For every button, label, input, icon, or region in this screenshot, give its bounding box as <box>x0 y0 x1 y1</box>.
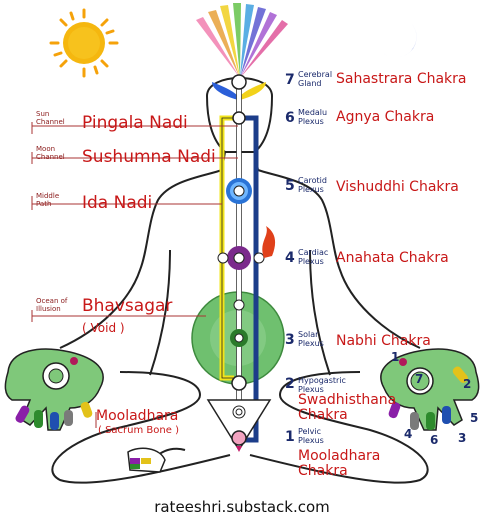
chakra-4-plexus: Cardiac Plexus <box>298 248 329 266</box>
chakra-node-3 <box>230 299 248 347</box>
left-label-brackets <box>31 122 238 428</box>
pingala-desc: Sun Channel <box>36 110 65 126</box>
void-label: ( Void ) <box>82 321 125 335</box>
hand-number-4: 4 <box>404 427 413 441</box>
moon-icon <box>382 22 417 58</box>
pingala-channel-edge <box>221 117 234 379</box>
chakra-3-plexus: Solar Plexus <box>298 330 324 348</box>
mooladhara-left-label: Mooladhara <box>96 408 179 424</box>
bhavsagar-desc: Ocean of Illusion <box>36 297 68 313</box>
pingala-nadi-label: Pingala Nadi <box>82 113 188 133</box>
chakra-node-5 <box>226 178 252 204</box>
chakra-node-1 <box>231 430 247 446</box>
agnya-blue-wing <box>212 82 238 100</box>
ida-nadi-label: Ida Nadi <box>82 193 153 213</box>
anahata-flame-icon <box>262 226 276 258</box>
sacrum-bone-label: ( Sacrum Bone ) <box>98 425 179 436</box>
chakra-4-name: Anahata Chakra <box>336 250 449 266</box>
agnya-yellow-wing <box>240 82 266 100</box>
chakra-3-name: Nabhi Chakra <box>336 333 431 349</box>
chakra-node-2 <box>231 375 247 391</box>
hand-number-5: 5 <box>470 411 479 425</box>
hand-number-2: 2 <box>463 377 472 391</box>
chakra-4-number: 4 <box>285 250 295 266</box>
chakra-node-4 <box>217 246 265 270</box>
hand-number-1: 1 <box>391 350 400 364</box>
chakra-1-name: Mooladhara Chakra <box>298 448 381 479</box>
chakra-1-number: 1 <box>285 429 295 445</box>
body-outline <box>51 77 429 484</box>
chakra-7-plexus: Cerebral Gland <box>298 70 333 88</box>
chakra-2-name: Swadhisthana Chakra <box>298 392 397 423</box>
sushumna-nadi-label: Sushumna Nadi <box>82 147 216 167</box>
chakra-1-plexus: Pelvic Plexus <box>298 427 324 445</box>
hand-number-3: 3 <box>458 431 467 445</box>
ida-channel <box>244 115 259 443</box>
source-url: rateeshri.substack.com <box>154 498 330 516</box>
chakra-6-number: 6 <box>285 110 295 126</box>
left-hand <box>4 348 104 431</box>
chakra-2-plexus: Hypogastric Plexus <box>298 376 346 394</box>
ida-desc: Middle Path <box>36 192 60 208</box>
sushumna-desc: Moon Channel <box>36 145 65 161</box>
chakra-7-name: Sahastrara Chakra <box>336 71 467 87</box>
chakra-5-name: Vishuddhi Chakra <box>336 179 459 195</box>
chakra-node-7 <box>231 74 247 90</box>
chakra-5-number: 5 <box>285 178 295 194</box>
chakra-node-6 <box>232 111 246 125</box>
right-hand <box>380 348 480 431</box>
chakra-3-number: 3 <box>285 332 295 348</box>
chakra-5-plexus: Carotid Plexus <box>298 176 327 194</box>
bhavsagar-label: Bhavsagar <box>82 296 173 316</box>
chakra-6-name: Agnya Chakra <box>336 109 435 125</box>
sun-icon <box>49 8 119 78</box>
chakra-7-number: 7 <box>285 72 295 88</box>
mooladhara-triangle-icon <box>206 399 272 452</box>
chakra-6-plexus: Medalu Plexus <box>298 108 328 126</box>
hand-number-6: 6 <box>430 433 439 447</box>
chakra-2-number: 2 <box>285 376 295 392</box>
hand-number-7: 7 <box>415 372 424 386</box>
crown-rays-icon <box>196 3 288 78</box>
feet <box>127 447 166 473</box>
